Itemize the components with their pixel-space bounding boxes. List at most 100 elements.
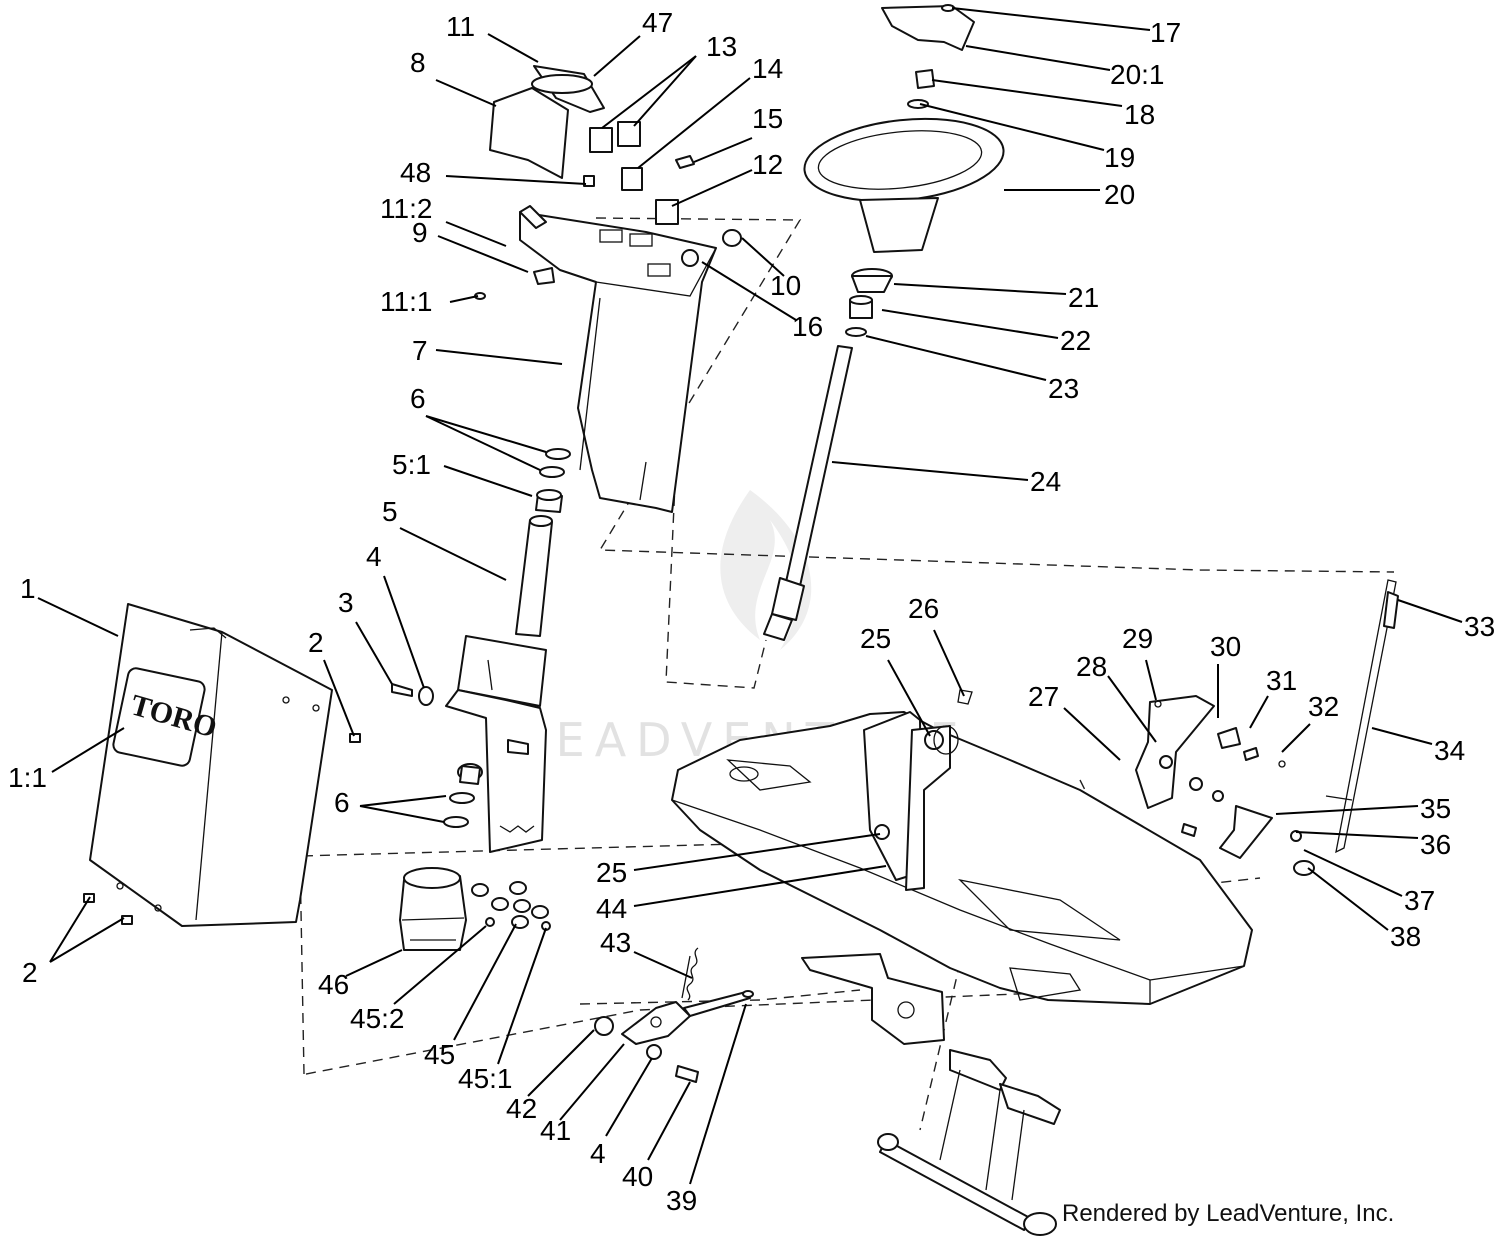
callout-label-c22: 22 bbox=[1060, 325, 1091, 356]
leader-line-c12 bbox=[671, 169, 753, 207]
callout-label-c1: 1 bbox=[20, 573, 36, 604]
callout-label-c31: 31 bbox=[1266, 665, 1297, 696]
render-credit: Rendered by LeadVenture, Inc. bbox=[1062, 1200, 1395, 1227]
callout-label-c33: 33 bbox=[1464, 611, 1495, 642]
leader-line-c2b2 bbox=[49, 917, 125, 963]
callout-label-c6a: 6 bbox=[410, 383, 426, 414]
callout-label-c4a: 4 bbox=[366, 541, 382, 572]
dash-cover-part-1: TORO bbox=[89, 603, 333, 927]
console-panel-part-7 bbox=[519, 211, 717, 513]
leader-line-c29 bbox=[1145, 659, 1157, 701]
callout-label-c12: 12 bbox=[752, 149, 783, 180]
callout-label-c25b: 25 bbox=[596, 857, 627, 888]
callout-label-c2b: 2 bbox=[22, 957, 38, 988]
leader-line-c40 bbox=[647, 1081, 691, 1161]
callout-label-c21: 21 bbox=[1068, 282, 1099, 313]
leader-line-c1-1 bbox=[51, 727, 125, 773]
leader-line-c28 bbox=[1107, 675, 1157, 743]
leader-line-c32 bbox=[1281, 723, 1311, 753]
callout-label-c28: 28 bbox=[1076, 651, 1107, 682]
callout-label-c46: 46 bbox=[318, 969, 349, 1000]
callout-label-c37: 37 bbox=[1404, 885, 1435, 916]
callout-label-c27: 27 bbox=[1028, 681, 1059, 712]
leader-line-c39 bbox=[689, 1003, 747, 1185]
leader-line-c35 bbox=[1275, 805, 1419, 815]
leader-line-c27 bbox=[1063, 707, 1121, 761]
leader-line-c34 bbox=[1371, 727, 1433, 745]
leader-line-c11 bbox=[487, 33, 539, 63]
callout-label-c7: 7 bbox=[412, 335, 428, 366]
callout-label-c20-1: 20:1 bbox=[1110, 59, 1165, 90]
callout-label-c11: 11 bbox=[446, 11, 475, 42]
callout-label-c34: 34 bbox=[1434, 735, 1465, 766]
leader-line-c41 bbox=[559, 1043, 625, 1121]
leader-line-c45-2 bbox=[393, 925, 487, 1005]
callout-label-c20: 20 bbox=[1104, 179, 1135, 210]
linkage-rod-part-34 bbox=[1325, 579, 1399, 854]
callout-label-c14: 14 bbox=[752, 53, 783, 84]
callout-label-c44: 44 bbox=[596, 893, 627, 924]
callout-label-c24: 24 bbox=[1030, 466, 1061, 497]
callout-label-c17: 17 bbox=[1150, 17, 1181, 48]
callout-label-c8: 8 bbox=[410, 47, 426, 78]
leader-line-c46 bbox=[345, 949, 403, 977]
leader-line-c4b bbox=[605, 1057, 653, 1137]
leader-line-c6a2 bbox=[425, 415, 541, 471]
bolt-part-3 bbox=[391, 683, 434, 706]
callout-label-c5: 5 bbox=[382, 496, 398, 527]
leader-line-c8 bbox=[435, 79, 497, 107]
callout-label-c30: 30 bbox=[1210, 631, 1241, 662]
callout-label-c9: 9 bbox=[412, 217, 428, 248]
callout-label-c16: 16 bbox=[792, 311, 823, 342]
leader-line-c14 bbox=[637, 77, 751, 169]
leader-line-c13 bbox=[601, 55, 697, 129]
leader-line-c25b bbox=[633, 833, 881, 871]
leader-line-c5-1 bbox=[443, 465, 533, 497]
callout-label-c45-2: 45:2 bbox=[350, 1003, 405, 1034]
leader-line-c43 bbox=[633, 951, 693, 979]
switches-parts-9-12-13-14-15-16 bbox=[474, 121, 742, 300]
bushing-and-washers-parts-5-1-6 bbox=[443, 448, 571, 828]
leader-line-c26 bbox=[933, 629, 965, 697]
steering-valve-part-46 bbox=[399, 867, 551, 951]
leader-line-c6b2 bbox=[359, 805, 445, 823]
leader-line-c38 bbox=[1307, 867, 1389, 931]
callout-leader-lines bbox=[37, 7, 1463, 1185]
callout-label-c13: 13 bbox=[706, 31, 737, 62]
leader-line-c24 bbox=[831, 461, 1029, 481]
callout-label-c39: 39 bbox=[666, 1185, 697, 1216]
callout-label-c3: 3 bbox=[338, 587, 354, 618]
callout-label-c38: 38 bbox=[1390, 921, 1421, 952]
pedal-linkage bbox=[877, 1049, 1061, 1236]
leader-line-c23 bbox=[865, 335, 1047, 381]
pivot-bracket-parts-27-32 bbox=[1135, 695, 1315, 876]
watermark-flame-icon bbox=[720, 490, 812, 650]
leader-line-c42 bbox=[527, 1029, 595, 1097]
callout-labels: 11:12234455:166789101111:111:21213141516… bbox=[8, 7, 1495, 1216]
leader-line-c45-1 bbox=[497, 927, 547, 1065]
steering-column-part-5 bbox=[445, 515, 553, 853]
callout-label-c43: 43 bbox=[600, 927, 631, 958]
leader-line-c44 bbox=[633, 865, 887, 907]
callout-label-c18: 18 bbox=[1124, 99, 1155, 130]
leader-line-c37 bbox=[1303, 849, 1403, 897]
leader-line-c21 bbox=[893, 283, 1067, 295]
callout-label-c36: 36 bbox=[1420, 829, 1451, 860]
callout-label-c1-1: 1:1 bbox=[8, 762, 47, 793]
leader-line-c18 bbox=[931, 79, 1123, 107]
callout-label-c23: 23 bbox=[1048, 373, 1079, 404]
callout-label-c25a: 25 bbox=[860, 623, 891, 654]
callout-label-c47: 47 bbox=[642, 7, 673, 38]
leader-line-c45 bbox=[453, 923, 517, 1041]
leader-line-c47 bbox=[593, 35, 641, 77]
callout-label-c29: 29 bbox=[1122, 623, 1153, 654]
leader-line-c11-1 bbox=[449, 295, 479, 303]
leader-line-c3 bbox=[355, 621, 393, 685]
leader-line-c25a bbox=[887, 659, 931, 737]
leader-line-c1 bbox=[37, 597, 119, 637]
callout-label-c42: 42 bbox=[506, 1093, 537, 1124]
leader-line-c33 bbox=[1397, 599, 1463, 623]
steering-shaft-part-24 bbox=[763, 345, 853, 641]
frame-assembly bbox=[671, 689, 1253, 1045]
